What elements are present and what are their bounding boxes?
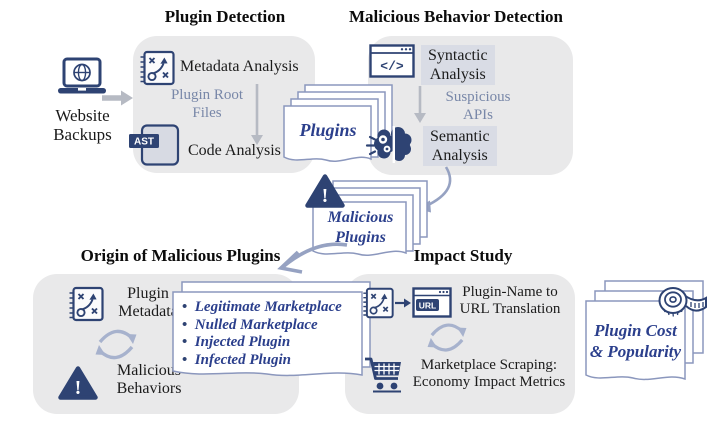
category-item: Injected Plugin [182,334,364,352]
paper-stack-icon [312,180,428,256]
ast-file-icon: AST [129,124,180,166]
strategy-plan-icon [362,287,394,319]
cycle-arrows-icon [93,329,139,360]
cycle-arrows-icon [425,323,469,352]
plugin-metadata-label: Plugin Metadata [118,285,178,320]
svg-text:URL: URL [419,301,436,311]
origin-title: Origin of Malicious Plugins [80,246,281,265]
malicious-behaviors-label: Malicious Behaviors [116,362,182,397]
metadata-analysis-label: Metadata Analysis [180,58,299,75]
category-item: Legitimate Marketplace [182,299,364,317]
behavior-detection-title: Malicious Behavior Detection [348,7,564,26]
paper-stack-icon [283,84,393,162]
category-item: Infected Plugin [182,352,364,370]
url-translation-label: Plugin-Name to URL Translation [459,284,561,317]
semantic-analysis-label: Semantic Analysis [423,126,497,167]
plugin-root-files-label: Plugin Root Files [170,87,244,121]
to-origin-arrow-icon [277,242,348,274]
syntactic-analysis-label: Syntactic Analysis [421,45,495,86]
origin-categories-artifact: Legitimate Marketplace Nulled Marketplac… [172,281,372,396]
paper-stack-icon [585,280,704,381]
suspicious-apis-label: Suspicious APIs [445,89,511,123]
strategy-plan-icon [139,50,175,86]
malicious-plugins-artifact: Malicious Plugins [312,180,444,262]
marketplace-scraping-label: Marketplace Scraping: Economy Impact Met… [412,357,566,390]
shopping-cart-icon [365,357,401,393]
warning-triangle-icon [305,173,345,209]
malicious-plugins-label: Malicious Plugins [327,209,394,246]
plugins-label: Plugins [299,120,357,140]
measuring-tape-icon [658,287,707,317]
plugins-artifact: Plugins [283,84,395,168]
plugin-cost-artifact: Plugin Cost & Popularity [585,280,728,394]
code-window-icon: </> [369,44,415,78]
impact-title: Impact Study [413,246,513,265]
website-backups-label: Website Backups [53,106,112,145]
category-item: Nulled Marketplace [182,317,364,335]
strategy-plan-icon [68,286,104,322]
brain-gears-icon [365,126,412,163]
url-window-icon: URL [412,287,452,318]
source-arrow-icon [102,90,133,106]
plugin-cost-label: Plugin Cost & Popularity [589,321,682,362]
metadata-to-code-arrow-icon [251,84,263,145]
warning-triangle-icon [58,365,98,401]
plugin-detection-title: Plugin Detection [164,7,286,26]
svg-text:</>: </> [380,59,404,74]
origin-categories-list: Legitimate Marketplace Nulled Marketplac… [182,299,364,369]
syntactic-to-semantic-arrow-icon [414,86,426,123]
code-analysis-label: Code Analysis [188,142,281,159]
laptop-globe-icon [58,57,106,94]
svg-text:AST: AST [134,137,154,148]
strategy-to-url-arrow-icon [395,298,411,308]
